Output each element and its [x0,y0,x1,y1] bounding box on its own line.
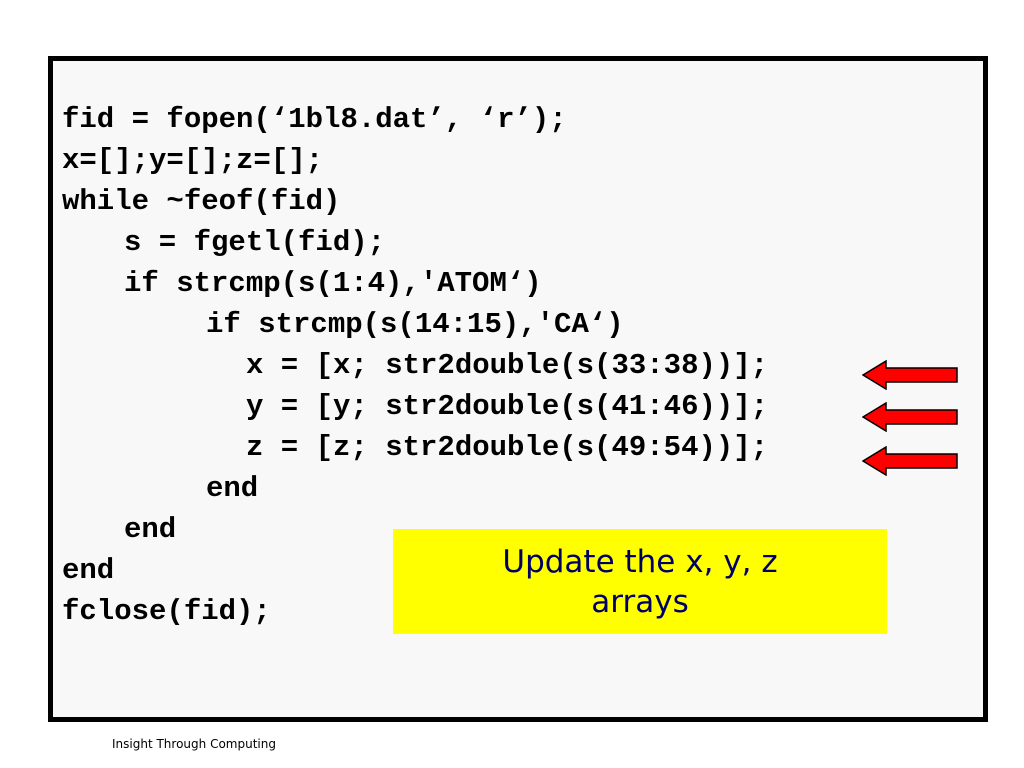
code-line-10: end [206,472,259,505]
code-line-4: s = fgetl(fid); [124,226,386,259]
left-arrow-icon [862,360,958,390]
left-arrow-icon [862,402,958,432]
code-line-9: z = [z; str2double(s(49:54))]; [246,431,769,464]
callout-box: Update the x, y, z arrays [393,529,887,634]
code-line-8: y = [y; str2double(s(41:46))]; [246,390,769,423]
callout-text: Update the x, y, z arrays [502,543,778,620]
code-line-11: end [124,513,177,546]
code-line-13: fclose(fid); [62,595,271,628]
code-line-1: fid = fopen(‘1bl8.dat’, ‘r’); [62,103,567,136]
footer-text: Insight Through Computing [112,737,276,751]
code-line-12: end [62,554,115,587]
code-line-2: x=[];y=[];z=[]; [62,144,324,177]
code-line-7: x = [x; str2double(s(33:38))]; [246,349,769,382]
code-line-5: if strcmp(s(1:4),'ATOM‘) [124,267,542,300]
code-line-6: if strcmp(s(14:15),'CA‘) [206,308,624,341]
code-line-3: while ~feof(fid) [62,185,341,218]
left-arrow-icon [862,446,958,476]
